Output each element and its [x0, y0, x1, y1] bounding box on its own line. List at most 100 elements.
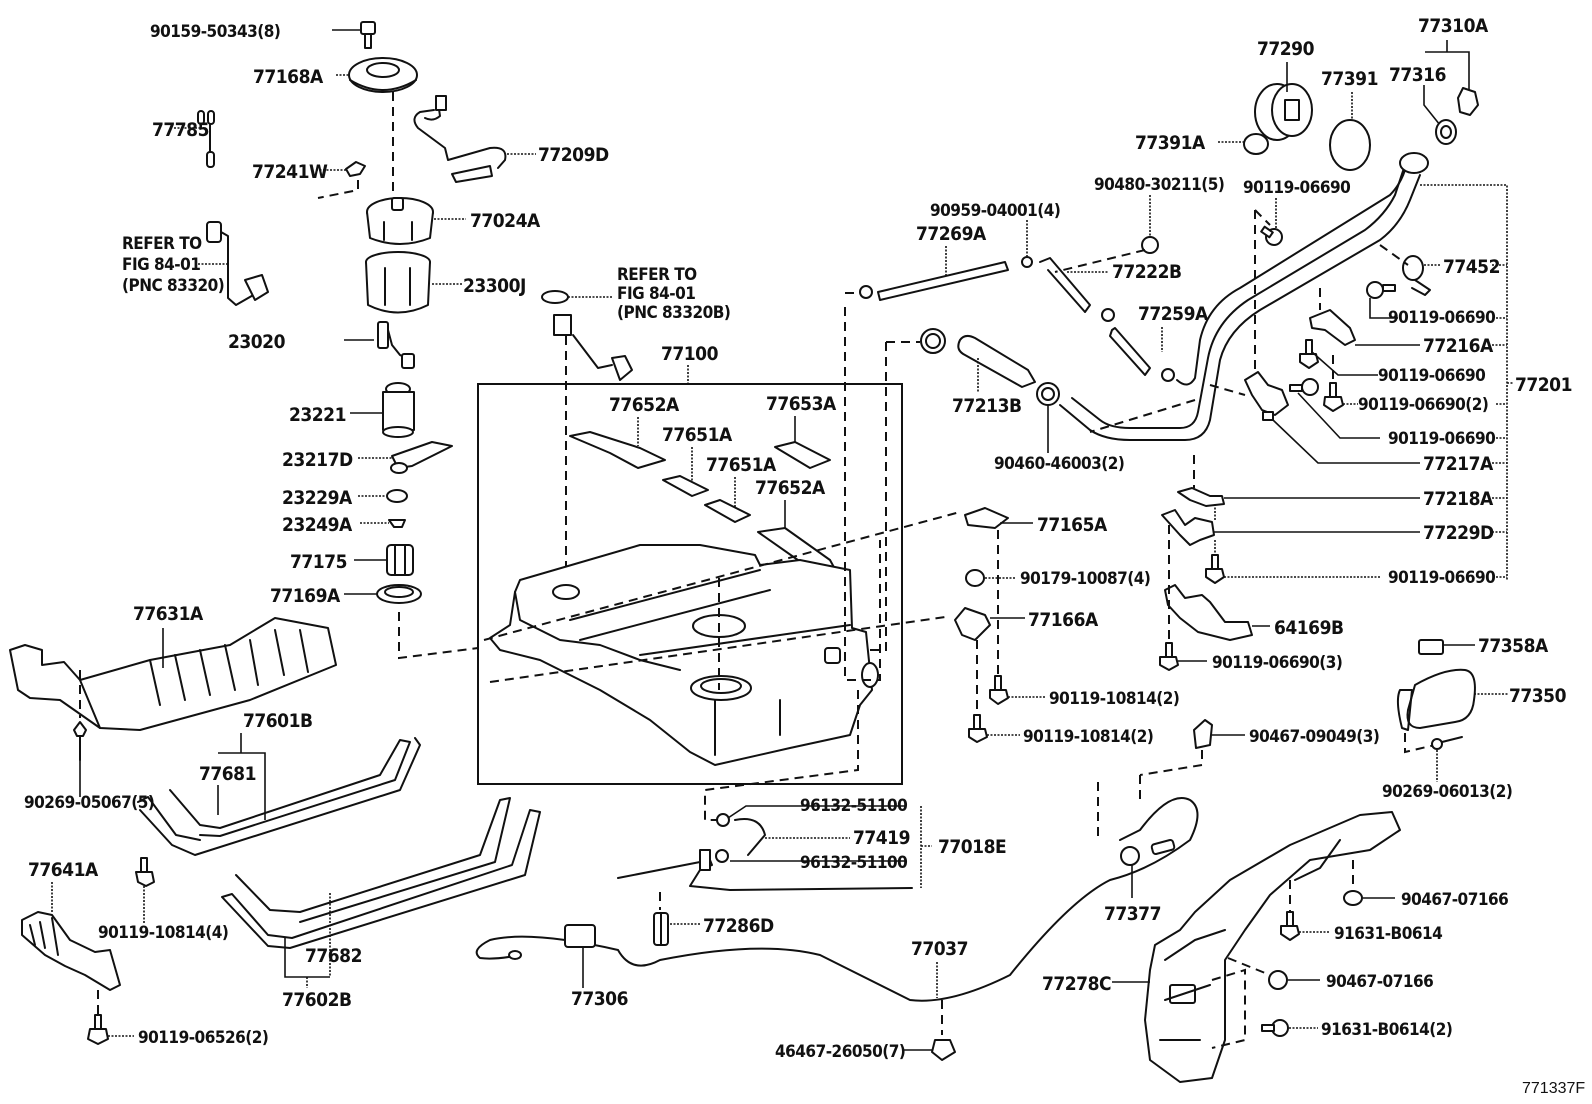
label-90959-04001[interactable]: 90959-04001(4) [930, 201, 1061, 221]
label-90119-06690-b[interactable]: 90119-06690 [1378, 366, 1486, 386]
refer-note-2-line2[interactable]: FIG 84-01 [617, 284, 696, 304]
label-77169A[interactable]: 77169A [270, 585, 341, 607]
clip-90467-09049[interactable] [1193, 719, 1213, 749]
part-77229D-bracket[interactable] [1161, 509, 1215, 546]
label-90480-30211[interactable]: 90480-30211(5) [1094, 175, 1225, 195]
part-77165A-bracket[interactable] [964, 507, 1009, 529]
label-23249A[interactable]: 23249A [282, 514, 353, 536]
bolt-91631-B0614[interactable] [1280, 911, 1300, 941]
bolt-90119-10814-4[interactable] [135, 857, 155, 887]
refer-note-1-line2[interactable]: FIG 84-01 [122, 255, 201, 275]
part-77037-opener-cable[interactable] [475, 797, 1199, 1002]
part-77169A-gasket[interactable] [376, 584, 422, 604]
part-77631A-protector[interactable] [9, 617, 337, 731]
label-23300J[interactable]: 23300J [463, 275, 526, 297]
label-23221[interactable]: 23221 [289, 404, 346, 426]
part-77391A-gasket[interactable] [1243, 133, 1269, 155]
label-77168A[interactable]: 77168A [253, 66, 324, 88]
label-77259A[interactable]: 77259A [1138, 303, 1209, 325]
part-77682-band[interactable] [221, 797, 541, 949]
bolt-90119-06690-a[interactable] [1366, 281, 1396, 299]
label-77419[interactable]: 77419 [853, 827, 910, 849]
label-77213B[interactable]: 77213B [952, 395, 1022, 417]
label-96132-51100-1[interactable]: 96132-51100 [800, 796, 908, 816]
part-77218A-clip[interactable] [1177, 487, 1225, 507]
part-77419-hose[interactable] [617, 813, 913, 891]
nut-90467-07166-a[interactable] [1343, 890, 1363, 906]
label-77278C[interactable]: 77278C [1042, 973, 1112, 995]
part-23300J-fuel-pump-housing[interactable] [365, 251, 431, 314]
part-77452-clamp[interactable] [1402, 255, 1431, 296]
label-77306[interactable]: 77306 [571, 988, 628, 1010]
label-90119-06526[interactable]: 90119-06526(2) [138, 1028, 269, 1048]
bolt-90119-06690-d[interactable] [1205, 554, 1225, 584]
label-46467-26050[interactable]: 46467-26050(7) [775, 1042, 906, 1062]
label-77785[interactable]: 77785 [152, 119, 209, 141]
label-91631-B0614[interactable]: 91631-B0614 [1334, 924, 1443, 944]
label-77286D[interactable]: 77286D [703, 915, 774, 937]
part-77213B-hose[interactable] [957, 334, 1036, 388]
part-64169B-bracket[interactable] [1164, 584, 1253, 641]
part-77641A-protector[interactable] [21, 911, 121, 991]
label-64169B[interactable]: 64169B [1274, 617, 1344, 639]
label-90119-06690-c[interactable]: 90119-06690 [1388, 429, 1496, 449]
part-77651A-pad-1[interactable] [662, 475, 709, 497]
label-77652A-2[interactable]: 77652A [755, 477, 826, 499]
nut-90480-30211[interactable] [1141, 236, 1159, 254]
part-23020-lead-wire[interactable] [377, 321, 415, 369]
bolt-90119-06526[interactable] [87, 1014, 109, 1045]
label-90179-10087[interactable]: 90179-10087(4) [1020, 569, 1151, 589]
bolt-90159-50343[interactable] [360, 21, 376, 49]
label-77217A[interactable]: 77217A [1423, 453, 1494, 475]
label-90159-50343[interactable]: 90159-50343(8) [150, 22, 281, 42]
label-90119-06690-d[interactable]: 90119-06690 [1388, 568, 1496, 588]
label-77290[interactable]: 77290 [1257, 38, 1315, 60]
nut-90179-10087[interactable] [965, 569, 985, 587]
part-77217A-bracket[interactable] [1244, 371, 1289, 421]
part-77241W-clip[interactable] [345, 161, 366, 177]
label-77175[interactable]: 77175 [290, 551, 347, 573]
part-77166A-bracket[interactable] [954, 607, 991, 641]
label-77653A[interactable]: 77653A [766, 393, 837, 415]
label-77218A[interactable]: 77218A [1423, 488, 1494, 510]
clamp-90460-46003-lower[interactable] [1036, 382, 1060, 406]
clip-46467-26050[interactable] [931, 1039, 956, 1061]
label-77222B[interactable]: 77222B [1112, 261, 1182, 283]
part-77290-fuel-cap[interactable] [1254, 83, 1313, 141]
label-77651A-1[interactable]: 77651A [662, 424, 733, 446]
label-90119-06690-top[interactable]: 90119-06690 [1243, 178, 1351, 198]
part-77316-gasket[interactable] [1435, 119, 1457, 145]
bolt-90119-06690-c[interactable] [1289, 378, 1319, 396]
label-23229A[interactable]: 23229A [282, 487, 353, 509]
part-77024A-filter[interactable] [366, 197, 434, 245]
label-77316[interactable]: 77316 [1389, 64, 1446, 86]
part-77201-filler-pipe[interactable] [1059, 152, 1429, 441]
label-90269-05067[interactable]: 90269-05067(5) [24, 793, 155, 813]
clamp-90959-04001[interactable] [1021, 256, 1033, 268]
clamp-77259A-lower[interactable] [1161, 368, 1175, 382]
label-90119-10814-2b[interactable]: 90119-10814(2) [1023, 727, 1154, 747]
part-77175-bracket[interactable] [386, 544, 414, 576]
label-77241W[interactable]: 77241W [252, 161, 328, 183]
label-23217D[interactable]: 23217D [282, 449, 353, 471]
label-77652A-1[interactable]: 77652A [609, 394, 680, 416]
label-90467-09049[interactable]: 90467-09049(3) [1249, 727, 1380, 747]
label-77165A[interactable]: 77165A [1037, 514, 1108, 536]
label-77602B[interactable]: 77602B [282, 989, 352, 1011]
label-23020[interactable]: 23020 [228, 331, 286, 353]
part-77286D-clamp[interactable] [653, 912, 669, 946]
bolt-90119-06690-3[interactable] [1159, 642, 1179, 671]
clamp-left-tank-inlet[interactable] [859, 285, 873, 299]
bolt-90119-10814-2a[interactable] [989, 675, 1009, 705]
label-77601B[interactable]: 77601B [243, 710, 313, 732]
clamp-90460-46003-upper[interactable] [920, 328, 946, 354]
part-77350-fuel-door[interactable] [1396, 668, 1476, 731]
part-sender-gauge-ref-83320B[interactable] [541, 290, 633, 381]
label-90460-46003[interactable]: 90460-46003(2) [994, 454, 1125, 474]
label-77100[interactable]: 77100 [661, 343, 719, 365]
part-77653A-pad[interactable] [774, 441, 831, 469]
part-77785-harness[interactable] [197, 110, 215, 168]
label-77651A-2[interactable]: 77651A [706, 454, 777, 476]
nut-90467-07166-b[interactable] [1268, 970, 1288, 990]
label-90269-06013[interactable]: 90269-06013(2) [1382, 782, 1513, 802]
